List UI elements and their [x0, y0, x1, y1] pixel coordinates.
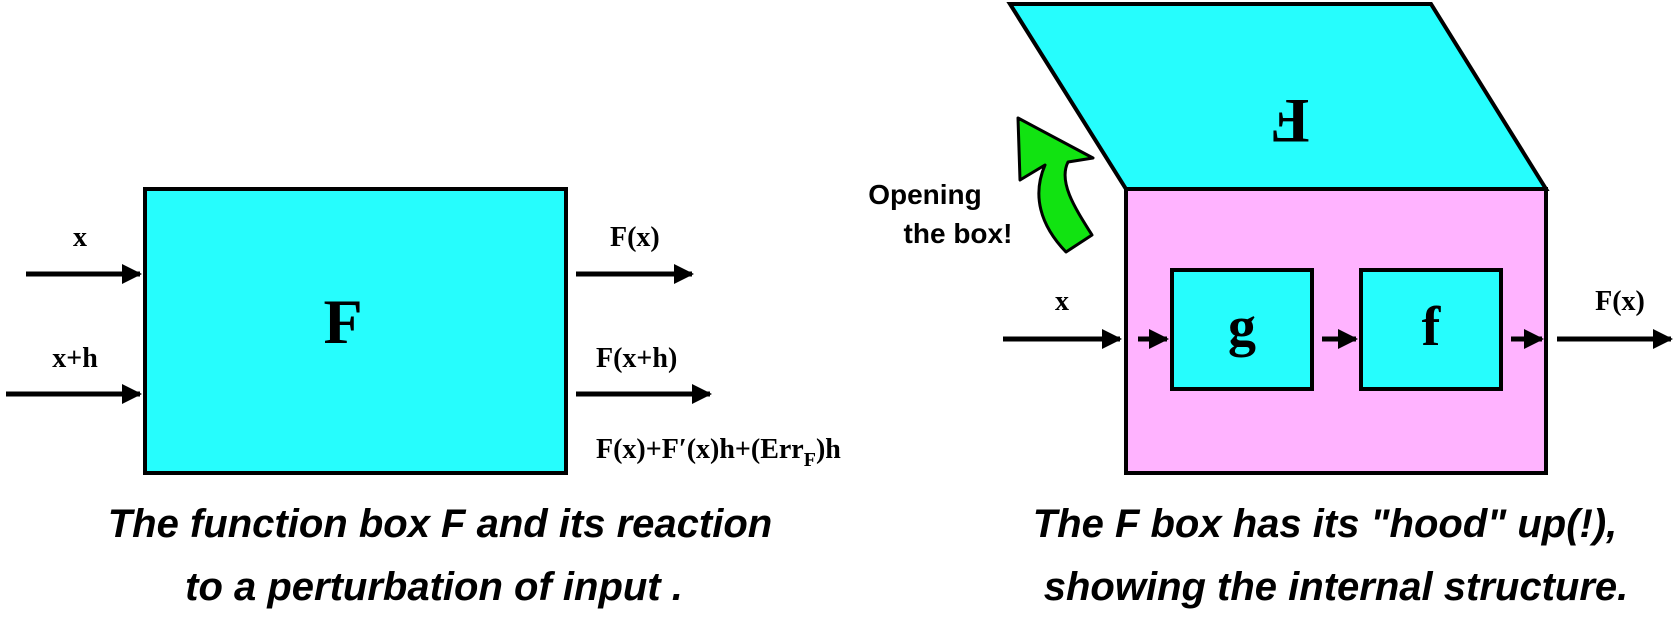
- left-caption-line-2: to a perturbation of input .: [185, 565, 683, 609]
- input-x-plus-h-label: x+h: [52, 343, 98, 374]
- output-fx-plus-h-label: F(x+h): [596, 343, 677, 374]
- function-box-label: F: [323, 286, 362, 357]
- expansion-prime: ′: [679, 434, 687, 465]
- callout-line-1: Opening: [868, 179, 982, 210]
- lid-label-upside-down: F: [1270, 86, 1309, 157]
- right-caption-line-1: The F box has its "hood" up(!),: [1033, 502, 1618, 546]
- right-input-x-label: x: [1055, 286, 1069, 317]
- expansion-subscript: F: [804, 449, 816, 471]
- inner-box-f-label: f: [1422, 296, 1442, 358]
- inner-box-f: [1359, 268, 1503, 391]
- expansion-part-2: (x)h+(Err: [687, 434, 804, 465]
- callout-line-2: the box!: [904, 218, 1013, 249]
- left-diagram: F x x+h F(x) F(x+h) F(x)+F′(x)h+(ErrF)h …: [6, 187, 841, 609]
- output-fx-label: F(x): [610, 222, 660, 253]
- function-box-f: [143, 187, 568, 475]
- left-caption-line-1: The function box F and its reaction: [108, 502, 772, 546]
- right-caption-line-2: showing the internal structure.: [1044, 565, 1629, 609]
- inner-box-g-label: g: [1228, 296, 1256, 358]
- right-output-fx-label: F(x): [1595, 286, 1645, 317]
- expansion-part-1: F(x)+F: [596, 434, 679, 465]
- inner-box-g: [1170, 268, 1314, 391]
- right-diagram: F Opening the box! g f x F(x) The F box …: [868, 2, 1673, 609]
- expansion-part-3: )h: [816, 434, 841, 465]
- linear-expansion: F(x)+F′(x)h+(ErrF)h: [596, 434, 841, 471]
- input-x-label: x: [73, 222, 87, 253]
- opening-arrow-icon: [1016, 116, 1095, 254]
